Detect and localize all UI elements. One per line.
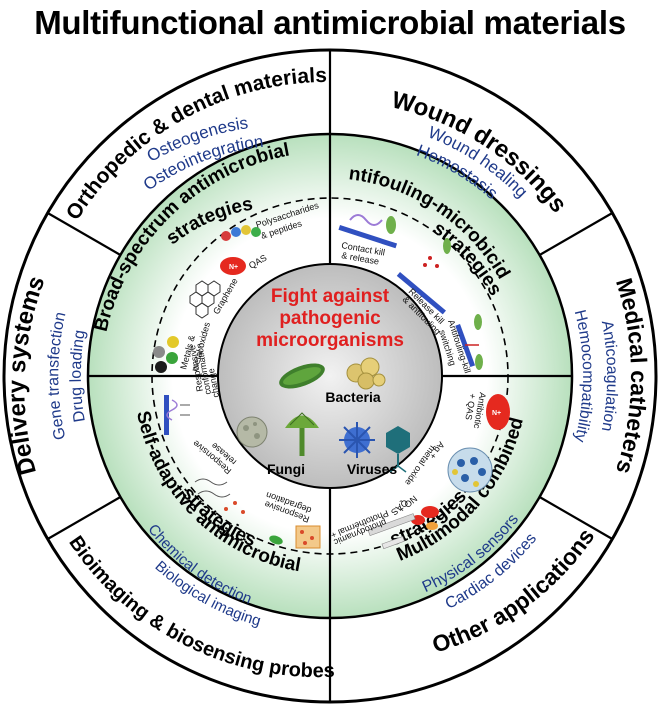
no-release-icon	[411, 506, 439, 530]
metal-sphere-icon	[153, 346, 165, 358]
label: + QAS	[463, 393, 477, 421]
virus-icon	[339, 422, 410, 473]
center-circle	[217, 263, 443, 489]
bacterium-icon	[386, 216, 396, 234]
responsive-degradation-icon	[269, 525, 321, 549]
polysaccharide-icon	[221, 225, 261, 241]
qas-icon	[220, 257, 246, 275]
center-title-line: microorganisms	[256, 330, 404, 351]
graphene-icon	[189, 280, 221, 319]
surface-icon	[338, 225, 398, 249]
strategy-dividers	[88, 134, 572, 618]
page-title: Multifunctional antimicrobial materials	[34, 4, 626, 41]
metal-sphere-icon	[167, 336, 179, 348]
responsive-release-icon	[194, 478, 245, 514]
antibiotic-capsule-icon	[486, 394, 510, 430]
svg-text:N+: N+	[229, 264, 238, 271]
conformation-change-icon	[164, 395, 190, 435]
app-sub: Anticoagulation	[598, 319, 620, 433]
svg-text:Anticoagulation: Anticoagulation	[598, 319, 620, 433]
organism-label-fungi: Fungi	[267, 461, 305, 477]
center-title-line: Fight against	[271, 286, 390, 307]
svg-text:Drug loading: Drug loading	[68, 329, 89, 424]
bacteria-icon	[279, 357, 386, 390]
svg-text:N+: N+	[492, 410, 501, 417]
outer-dividers	[47, 50, 613, 702]
photothermal-icon	[367, 513, 416, 550]
metal-sphere-icon	[166, 352, 178, 364]
fungi-icon	[236, 412, 319, 456]
app-sub: Drug loading	[68, 329, 89, 424]
organism-label-bacteria: Bacteria	[325, 389, 380, 405]
organism-label-viruses: Viruses	[347, 461, 398, 477]
metal-sphere-icon	[155, 361, 167, 373]
center-title-line: pathogenic	[279, 308, 381, 329]
nanoparticle-cluster-icon	[447, 447, 493, 493]
dashed-circle	[151, 197, 509, 555]
